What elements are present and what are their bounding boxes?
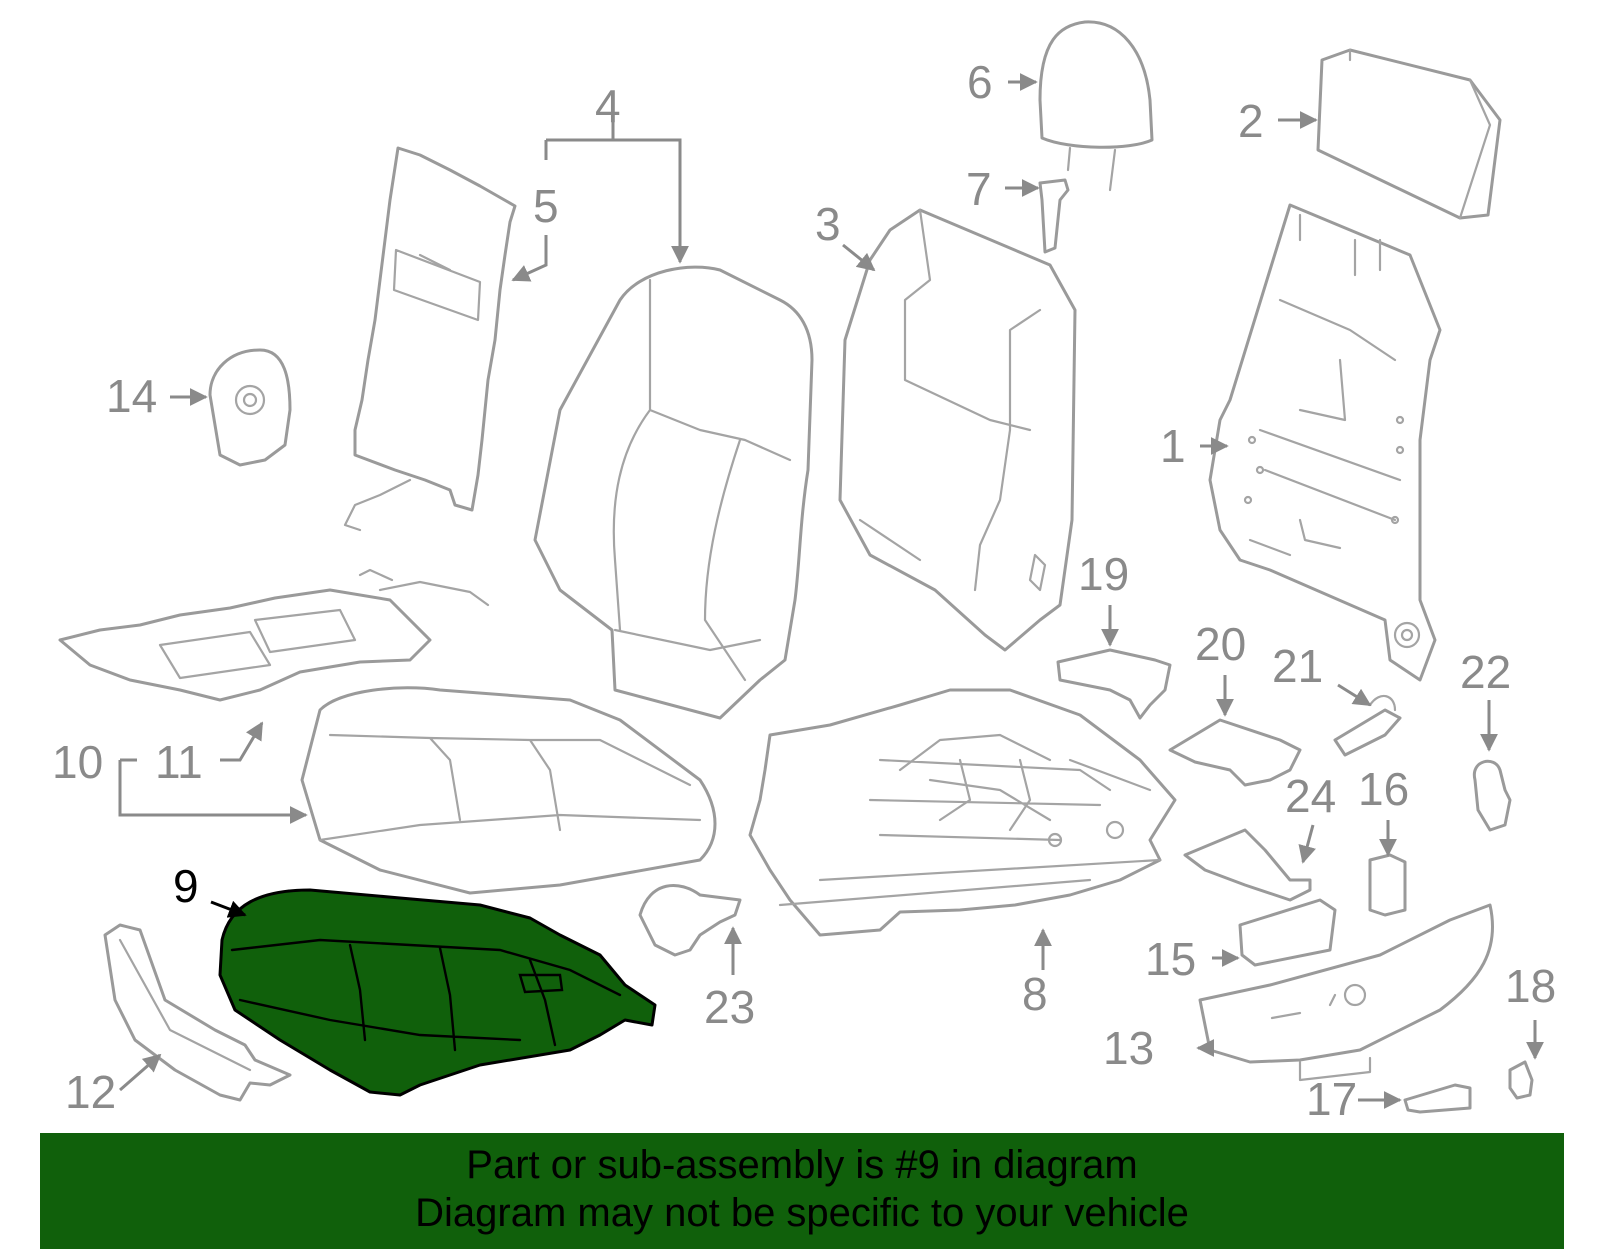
callout-14: 14 — [106, 370, 157, 422]
part-10-seat-cushion[interactable] — [300, 686, 717, 895]
callout-13: 13 — [1103, 1022, 1154, 1074]
part-6-headrest[interactable] — [1038, 20, 1154, 192]
part-21-hook[interactable] — [1333, 694, 1402, 757]
callout-labels: 1 2 3 4 5 6 7 8 9 10 11 12 13 14 15 16 1… — [52, 56, 1556, 1125]
callout-1: 1 — [1160, 420, 1186, 472]
part-5-heater-pad[interactable] — [343, 146, 517, 532]
part-3-seatback-cover[interactable] — [838, 208, 1077, 652]
callout-18: 18 — [1505, 960, 1556, 1012]
callout-12: 12 — [65, 1066, 116, 1118]
callout-11: 11 — [155, 736, 203, 788]
callout-21: 21 — [1272, 640, 1323, 692]
part-8-seat-frame[interactable] — [748, 688, 1177, 937]
callout-24: 24 — [1285, 770, 1336, 822]
callout-3: 3 — [815, 198, 841, 250]
part-14-switch[interactable] — [208, 348, 292, 467]
callout-5: 5 — [533, 180, 559, 232]
part-18-knob[interactable] — [1508, 1060, 1534, 1100]
part-23-trim[interactable] — [638, 883, 742, 957]
callout-4: 4 — [595, 80, 621, 132]
callout-10: 10 — [52, 736, 103, 788]
banner-line-1: Part or sub-assembly is #9 in diagram — [466, 1143, 1138, 1187]
callout-17: 17 — [1306, 1073, 1357, 1125]
callout-19: 19 — [1078, 548, 1129, 600]
part-16-switch[interactable] — [1368, 853, 1407, 917]
callout-23: 23 — [704, 981, 755, 1033]
info-banner: Part or sub-assembly is #9 in diagram Di… — [40, 1133, 1564, 1249]
part-4-seatback-trim[interactable] — [533, 265, 814, 720]
part-19-bracket[interactable] — [1056, 648, 1172, 720]
part-22-clip[interactable] — [1472, 759, 1512, 832]
part-20-bracket[interactable] — [1168, 718, 1302, 787]
part-1-seatback-frame[interactable] — [1208, 203, 1442, 682]
part-7-headrest-guide[interactable] — [1038, 178, 1070, 254]
part-17-knob[interactable] — [1403, 1083, 1472, 1114]
leader-lines — [118, 73, 1544, 1109]
callout-8: 8 — [1022, 968, 1048, 1020]
callout-9: 9 — [173, 860, 199, 912]
part-13-side-shield[interactable] — [1198, 903, 1495, 1082]
banner-line-2: Diagram may not be specific to your vehi… — [415, 1191, 1189, 1235]
callout-2: 2 — [1238, 95, 1264, 147]
callout-7: 7 — [966, 163, 992, 215]
part-2-pad[interactable] — [1316, 48, 1502, 220]
callout-6: 6 — [967, 56, 993, 108]
callout-22: 22 — [1460, 646, 1511, 698]
callout-16: 16 — [1358, 763, 1409, 815]
callout-15: 15 — [1145, 933, 1196, 985]
part-15-module[interactable] — [1238, 898, 1337, 967]
part-24-bracket[interactable] — [1183, 828, 1312, 902]
part-9-seat-pad-highlighted[interactable] — [218, 888, 657, 1097]
part-11-heater-mat[interactable] — [58, 568, 490, 702]
callout-20: 20 — [1195, 618, 1246, 670]
